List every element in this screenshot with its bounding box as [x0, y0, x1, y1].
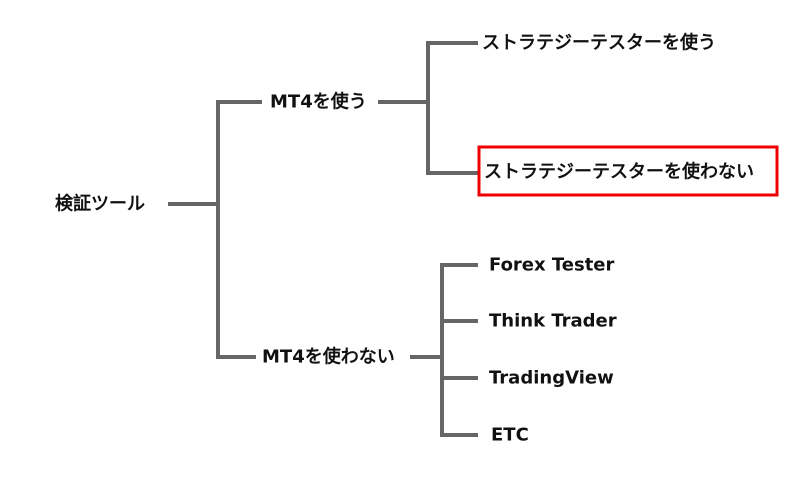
leaf-node: ストラテジーテスターを使う: [482, 33, 716, 54]
leaf-node-highlighted: ストラテジーテスターを使わない: [484, 162, 754, 183]
root-node: 検証ツール: [55, 193, 145, 215]
leaf-node: TradingView: [489, 368, 614, 389]
leaf-node: ETC: [491, 425, 529, 446]
highlight-box: [477, 145, 779, 197]
leaf-node: Forex Tester: [489, 255, 615, 276]
branch-node-mt4-not-use: MT4を使わない: [262, 347, 395, 368]
branch-node-mt4-use: MT4を使う: [270, 92, 367, 113]
leaf-node: Think Trader: [489, 311, 617, 332]
